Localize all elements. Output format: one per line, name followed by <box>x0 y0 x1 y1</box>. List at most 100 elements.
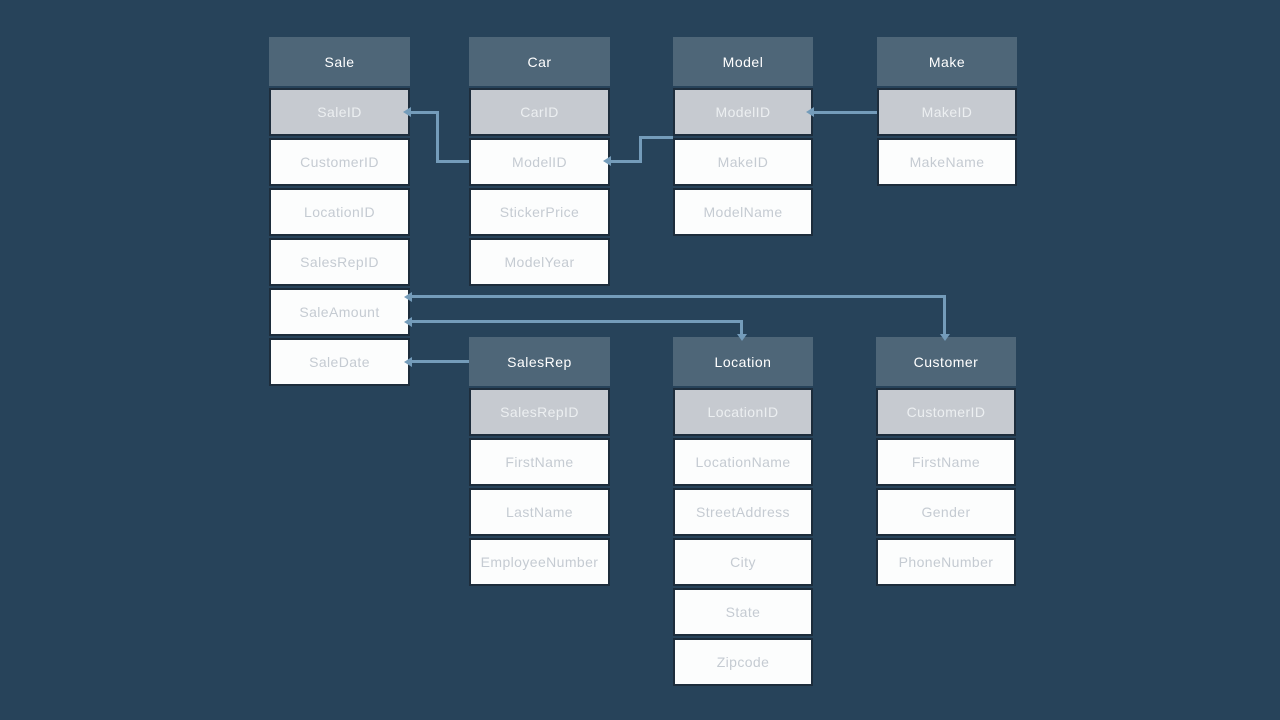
primary-key-label: ModelID <box>715 104 771 120</box>
primary-key-label: LocationID <box>707 404 779 420</box>
table-header: Sale <box>269 37 410 86</box>
field-label: Gender <box>921 504 971 520</box>
field-row: ModelYear <box>469 238 610 286</box>
field-label: PhoneNumber <box>898 554 994 570</box>
table-header: Customer <box>876 337 1016 386</box>
table-title: Location <box>714 353 772 370</box>
table-header: SalesRep <box>469 337 610 386</box>
relationship-connector <box>410 360 469 363</box>
field-row: Gender <box>876 488 1016 536</box>
field-label: SaleAmount <box>299 304 380 320</box>
primary-key-label: MakeID <box>921 104 973 120</box>
table-fields: MakeID ModelName <box>673 138 813 236</box>
field-row: Zipcode <box>673 638 813 686</box>
relationship-connector <box>639 135 673 139</box>
field-label: State <box>725 604 761 620</box>
field-label: MakeName <box>909 154 985 170</box>
field-row: ModelName <box>673 188 813 236</box>
table-model: Model ModelID MakeID ModelName <box>673 37 813 236</box>
table-make: Make MakeID MakeName <box>877 37 1017 186</box>
table-title: Model <box>722 53 764 70</box>
field-row: ModelID <box>469 138 610 186</box>
field-row: PhoneNumber <box>876 538 1016 586</box>
field-label: StreetAddress <box>696 504 790 520</box>
primary-key-row: LocationID <box>673 388 813 436</box>
connector-arrow-icon <box>403 107 411 117</box>
table-title: Sale <box>324 53 355 70</box>
field-row: EmployeeNumber <box>469 538 610 586</box>
field-label: CustomerID <box>300 154 379 170</box>
connector-arrow-icon <box>404 356 412 367</box>
primary-key-row: CarID <box>469 88 610 136</box>
primary-key-row: SalesRepID <box>469 388 610 436</box>
field-label: ModelID <box>512 154 567 170</box>
field-label: LocationName <box>695 454 791 470</box>
table-header: Car <box>469 37 610 86</box>
field-row: MakeName <box>877 138 1017 186</box>
primary-key-label: CustomerID <box>906 404 986 420</box>
primary-key-row: MakeID <box>877 88 1017 136</box>
table-title: Customer <box>913 353 979 370</box>
field-label: LastName <box>505 504 573 520</box>
field-label: FirstName <box>505 454 574 470</box>
connector-arrow-icon <box>404 291 412 302</box>
field-row: LastName <box>469 488 610 536</box>
field-row: State <box>673 588 813 636</box>
field-row: StickerPrice <box>469 188 610 236</box>
primary-key-label: SalesRepID <box>500 404 579 420</box>
field-label: EmployeeNumber <box>480 554 599 570</box>
field-label: SaleDate <box>309 354 370 370</box>
relationship-connector <box>610 159 642 163</box>
field-label: City <box>730 554 756 570</box>
table-header: Model <box>673 37 813 86</box>
field-row: MakeID <box>673 138 813 186</box>
table-fields: MakeName <box>877 138 1017 186</box>
relationship-connector <box>436 159 469 163</box>
field-label: Zipcode <box>716 654 770 670</box>
table-title: SalesRep <box>507 353 572 370</box>
field-row: LocationID <box>269 188 410 236</box>
field-row: SaleAmount <box>269 288 410 336</box>
relationship-connector <box>436 110 439 163</box>
relationship-connector <box>943 295 946 337</box>
field-row: FirstName <box>876 438 1016 486</box>
table-title: Car <box>527 53 552 70</box>
relationship-connector <box>639 135 642 163</box>
field-label: ModelName <box>703 204 783 220</box>
field-row: CustomerID <box>269 138 410 186</box>
connector-arrow-icon <box>404 316 412 327</box>
field-label: StickerPrice <box>499 204 580 220</box>
table-header: Location <box>673 337 813 386</box>
connector-arrow-icon <box>736 334 747 341</box>
relationship-connector <box>410 320 743 323</box>
connector-arrow-icon <box>806 107 814 117</box>
primary-key-label: CarID <box>520 104 559 120</box>
relationship-connector <box>813 110 877 114</box>
primary-key-row: CustomerID <box>876 388 1016 436</box>
field-row: FirstName <box>469 438 610 486</box>
field-row: City <box>673 538 813 586</box>
field-row: LocationName <box>673 438 813 486</box>
field-row: StreetAddress <box>673 488 813 536</box>
connector-arrow-icon <box>939 334 950 341</box>
primary-key-row: ModelID <box>673 88 813 136</box>
field-label: ModelYear <box>504 254 575 270</box>
relationship-connector <box>410 295 946 298</box>
primary-key-label: SaleID <box>317 104 362 120</box>
relationship-connector <box>410 110 439 114</box>
field-row: SaleDate <box>269 338 410 386</box>
field-label: FirstName <box>911 454 981 470</box>
table-title: Make <box>928 53 966 70</box>
field-label: MakeID <box>717 154 769 170</box>
